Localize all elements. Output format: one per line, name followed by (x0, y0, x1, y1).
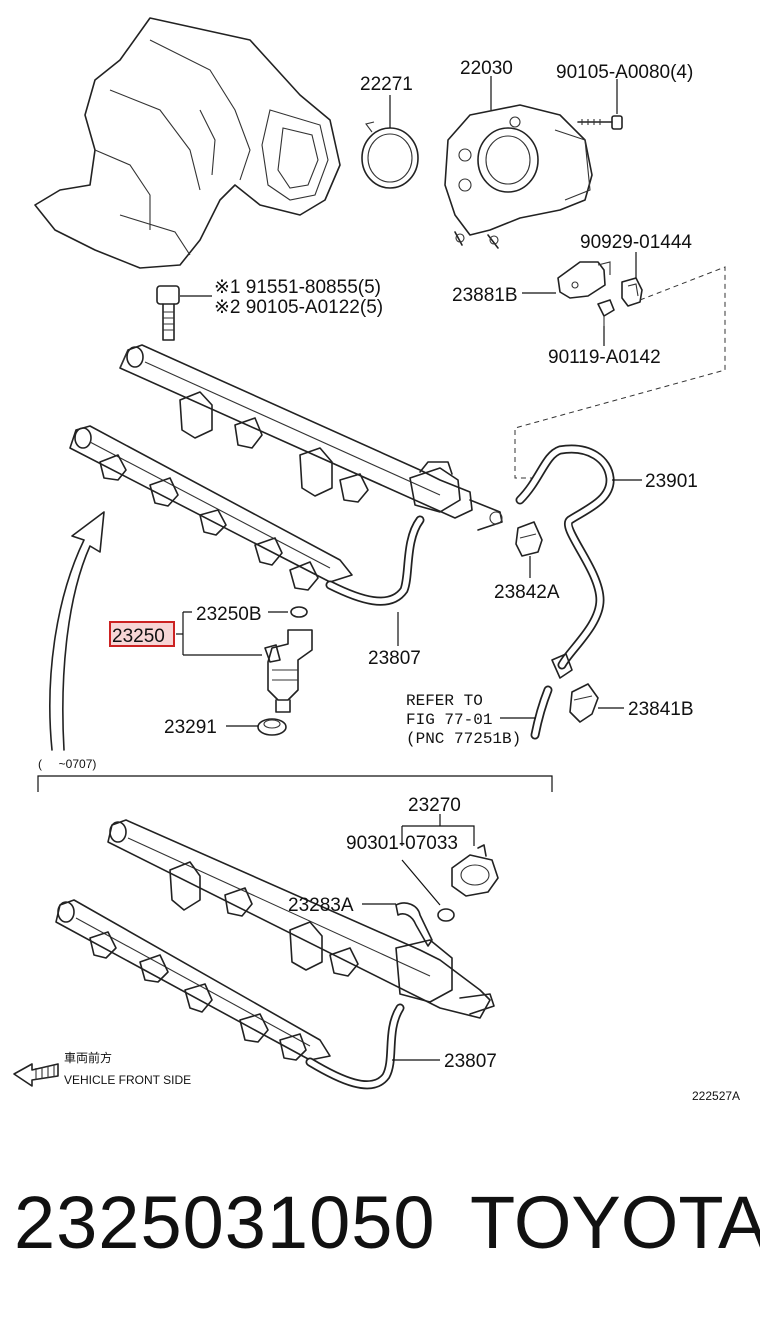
callout-23842a: 23842A (494, 582, 560, 603)
hose-end-drawing (551, 653, 573, 679)
connector-23842a-drawing (515, 521, 543, 557)
refer-note-line3: (PNC 77251B) (406, 730, 521, 748)
callout-22030: 22030 (460, 58, 513, 79)
callout-23283a: 23283A (288, 895, 354, 916)
callout-90929-01444: 90929-01444 (580, 232, 692, 253)
vehicle-front-arrow (13, 1063, 59, 1087)
throttle-body-drawing (444, 104, 593, 249)
callout-23270: 23270 (408, 795, 461, 816)
callout-23807-top: 23807 (368, 648, 421, 669)
highlight-box (109, 621, 175, 647)
fuel-hose-23807-drawing (325, 515, 425, 606)
refer-note-line2: FIG 77-01 (406, 711, 492, 729)
callout-90105-a0122: ※2 90105-A0122(5) (214, 297, 383, 318)
bolt-91551-drawing (156, 285, 180, 341)
callout-23250b: 23250B (196, 604, 262, 625)
brand-name: TOYOTA (470, 1181, 760, 1264)
bolt-90105-a0080-drawing (577, 115, 623, 130)
bracket-23881b-drawing (557, 261, 611, 299)
part-number: 2325031050 (14, 1181, 436, 1264)
upper-fuel-rail-drawing (119, 344, 503, 531)
gasket-22271-drawing (361, 121, 419, 189)
pressure-regulator-23270-drawing (437, 844, 499, 922)
callout-90301-07033: 90301-07033 (346, 833, 458, 854)
callout-23881b: 23881B (452, 285, 518, 306)
callout-23901: 23901 (645, 471, 698, 492)
injector-23250-drawing (257, 606, 313, 736)
callout-23250: 23250 (112, 626, 165, 647)
fuel-hose-23901-drawing (515, 444, 615, 670)
parts-diagram: 22271 22030 90105-A0080(4) 90929-01444 ※… (13, 17, 740, 1103)
intake-manifold-drawing (34, 17, 341, 269)
callout-23291: 23291 (164, 717, 217, 738)
connector-23841b-drawing (569, 683, 599, 723)
callout-90119-a0142: 90119-A0142 (548, 347, 661, 368)
footer: 2325031050 TOYOTA (0, 1180, 760, 1300)
callout-90105-a0080: 90105-A0080(4) (556, 62, 693, 83)
front-direction-arrow (49, 511, 105, 751)
callout-91551-80855: ※1 91551-80855(5) (214, 277, 381, 298)
bolt-90119-drawing (597, 299, 615, 326)
clip-90929-drawing (621, 277, 643, 307)
callout-23807-bottom: 23807 (444, 1051, 497, 1072)
front-label-en: VEHICLE FRONT SIDE (64, 1073, 191, 1087)
lower-fuel-rail-drawing (69, 425, 353, 591)
callout-23841b: 23841B (628, 699, 694, 720)
clip-23283a-drawing (395, 902, 433, 947)
figure-code: 222527A (692, 1089, 740, 1103)
front-label-jp: 車両前方 (64, 1050, 112, 1065)
refer-note-line1: REFER TO (406, 692, 483, 710)
range-label: ( ~0707) (38, 757, 96, 771)
lower-fuel-rail-assembly-drawing (55, 819, 495, 1061)
callout-22271: 22271 (360, 74, 413, 95)
